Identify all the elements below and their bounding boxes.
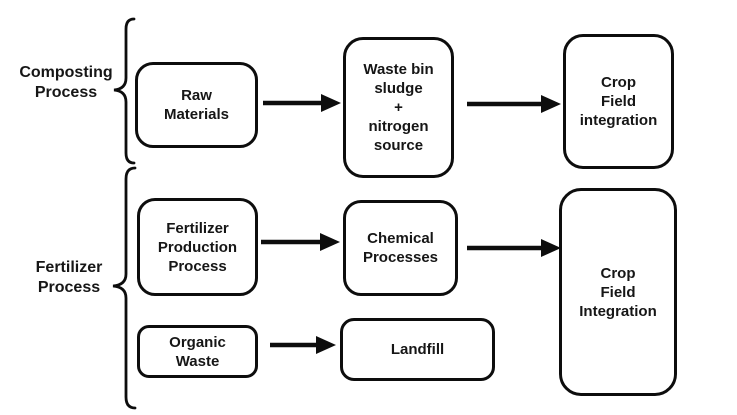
box-waste-bin-sludge: Waste bin sludge + nitrogen source	[343, 37, 454, 178]
box-line: Raw	[181, 87, 212, 104]
box-line: +	[394, 99, 403, 116]
box-line: Field	[600, 93, 636, 110]
box-line: sludge	[374, 80, 423, 97]
arrow-fertprod-to-chemical	[261, 233, 340, 251]
box-crop-field-integration-tall: Crop Field Integration	[559, 188, 677, 396]
label-composting-process: Composting Process	[14, 63, 118, 103]
arrow-organic-to-landfill	[270, 336, 336, 354]
arrow-chemical-to-cropfield	[467, 239, 561, 257]
box-line: Landfill	[390, 341, 445, 358]
label-fertilizer-process: Fertilizer Process	[14, 258, 124, 298]
box-raw-materials: Raw Materials	[135, 62, 258, 148]
box-line: Fertilizer	[166, 219, 229, 237]
arrow-raw-to-wastebin	[263, 94, 341, 112]
box-fertilizer-production: Fertilizer Production Process	[137, 198, 258, 296]
box-line: Field	[600, 283, 636, 301]
box-line: Production	[157, 238, 238, 256]
box-line: Process	[168, 257, 227, 275]
box-line: source	[373, 137, 424, 154]
box-chemical-processes: Chemical Processes	[343, 200, 458, 296]
box-landfill: Landfill	[340, 318, 495, 381]
label-line: Process	[34, 84, 98, 101]
box-line: Integration	[579, 302, 657, 320]
box-organic-waste: Organic Waste	[137, 325, 258, 378]
box-line: Crop	[600, 264, 636, 282]
label-line: Composting	[19, 64, 113, 81]
arrow-wastebin-to-cropfield	[467, 95, 561, 113]
label-line: Fertilizer	[35, 259, 103, 276]
box-line: nitrogen	[368, 118, 429, 135]
box-line: integration	[579, 112, 658, 129]
box-line: Organic	[169, 333, 226, 351]
box-line: Waste	[175, 352, 220, 370]
box-line: Processes	[362, 249, 439, 266]
box-crop-field-integration-top: Crop Field integration	[563, 34, 674, 169]
box-line: Waste bin	[363, 61, 434, 78]
box-line: Materials	[163, 106, 230, 123]
label-line: Process	[37, 279, 101, 296]
box-line: Chemical	[367, 230, 434, 247]
box-line: Crop	[601, 74, 636, 91]
